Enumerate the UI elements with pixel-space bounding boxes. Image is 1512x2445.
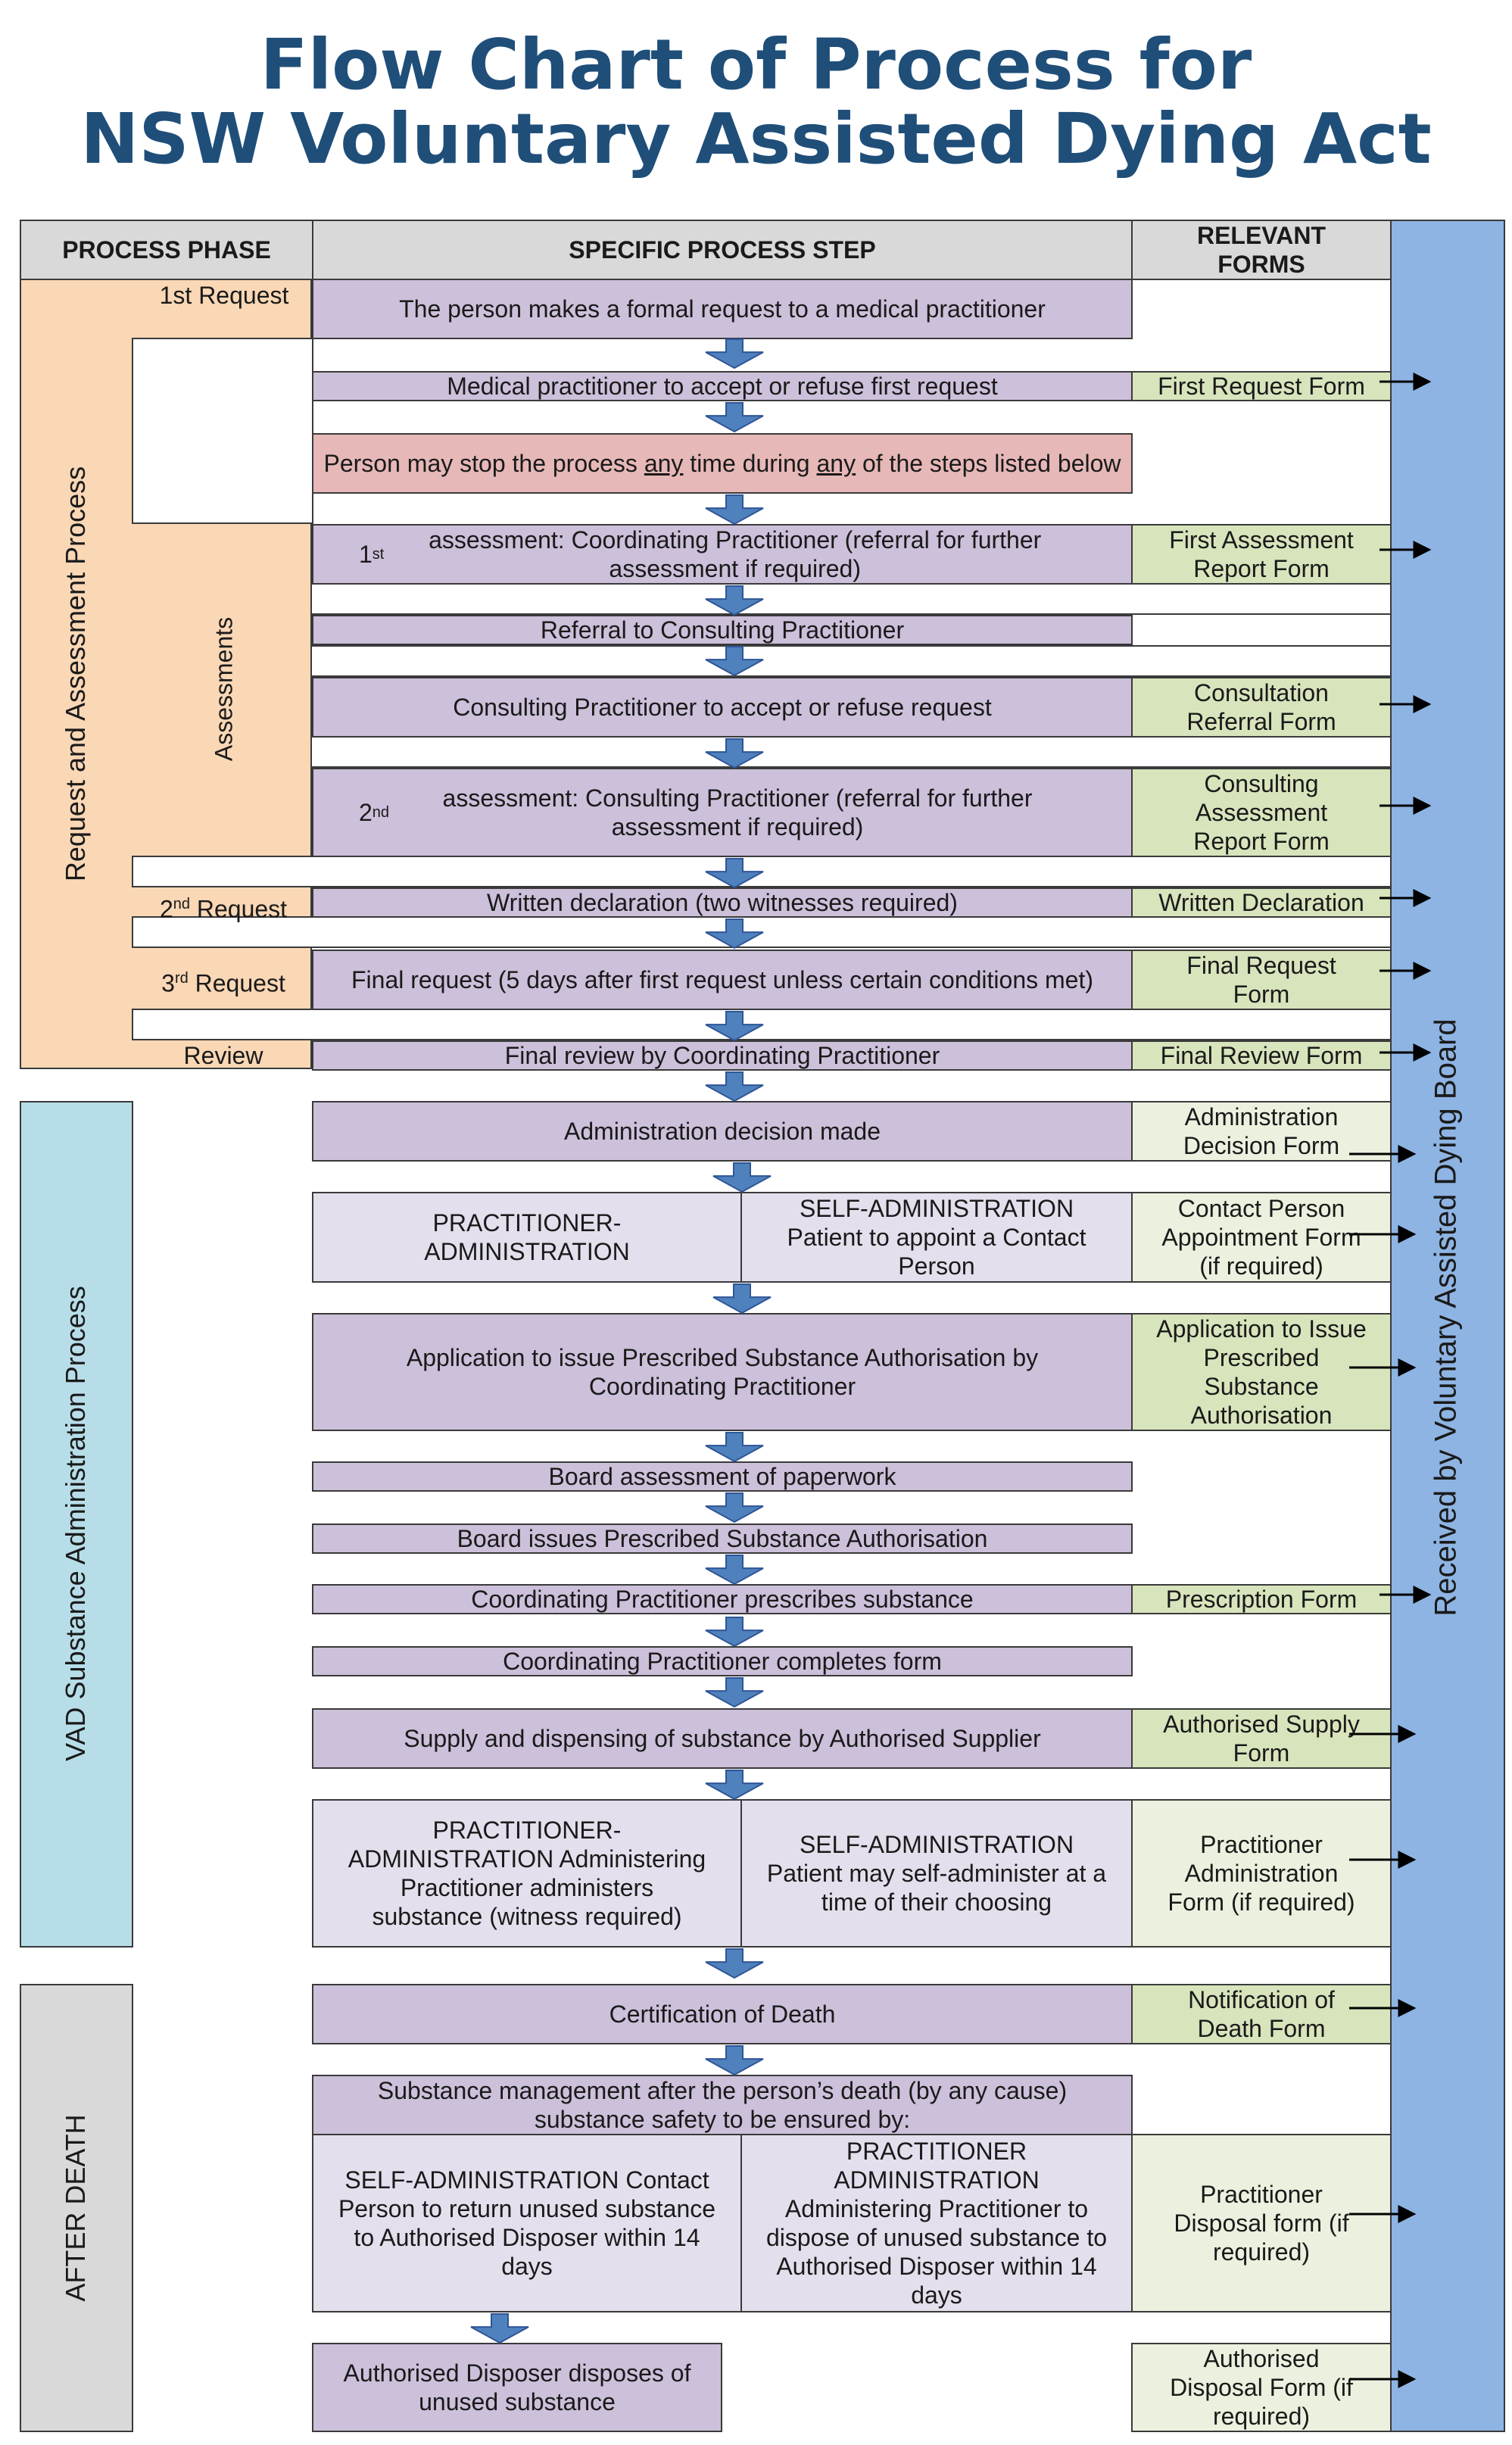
step-referral-consulting: Referral to Consulting Practitioner: [312, 615, 1133, 645]
phase-after-death: [20, 1984, 133, 2432]
flow-arrow: [705, 1617, 764, 1648]
stop-text-pre: Person may stop the process: [323, 450, 644, 477]
flow-arrow: [705, 738, 764, 769]
flow-arrow: [705, 338, 764, 370]
page-title-line1: Flow Chart of Process for: [260, 24, 1252, 105]
flow-arrow: [705, 585, 764, 616]
step-admin-decision: Administration decision made: [312, 1101, 1133, 1162]
flow-arrow: [705, 2045, 764, 2076]
form-consultation-referral: Consultation Referral Form: [1131, 677, 1392, 738]
flow-arrow: [705, 1432, 764, 1463]
step-consulting-accept: Consulting Practitioner to accept or ref…: [312, 677, 1133, 738]
flow-arrow: [705, 918, 764, 950]
form-authorised-disposal: Authorised Disposal Form (if required): [1131, 2343, 1392, 2432]
flow-arrow: [705, 402, 764, 433]
flow-arrow: [705, 1948, 764, 1979]
sub-phase-first-request: 1st Request: [159, 282, 289, 309]
step-certification-death: Certification of Death: [312, 1984, 1133, 2044]
step-disposer-disposes: Authorised Disposer disposes of unused s…: [312, 2343, 722, 2432]
stop-text-any2: any: [816, 450, 856, 477]
stop-text-mid: time during: [683, 450, 817, 477]
step-formal-request: The person makes a formal request to a m…: [312, 279, 1133, 339]
header-relevant-forms: RELEVANT FORMS: [1131, 220, 1392, 280]
step-practitioner-dispose: PRACTITIONER ADMINISTRATION Administerin…: [740, 2134, 1133, 2312]
form-final-request: Final Request Form: [1131, 950, 1392, 1010]
form-practitioner-administration: Practitioner Administration Form (if req…: [1131, 1799, 1392, 1948]
step-self-admin-return: SELF-ADMINISTRATION Contact Person to re…: [312, 2134, 742, 2312]
step-self-admin-contact: SELF-ADMINISTRATION Patient to appoint a…: [740, 1192, 1133, 1283]
step-self-administers: SELF-ADMINISTRATION Patient may self-adm…: [740, 1799, 1133, 1948]
flow-arrow: [470, 2313, 529, 2344]
form-authorised-supply: Authorised Supply Form: [1131, 1708, 1392, 1769]
gap-first-request: [132, 338, 313, 524]
flow-arrow: [705, 1011, 764, 1042]
flow-arrow: [705, 646, 764, 677]
step-application-psa: Application to issue Prescribed Substanc…: [312, 1313, 1133, 1431]
sub-phase-second-request: 2nd Request: [159, 895, 288, 923]
form-first-request: First Request Form: [1131, 371, 1392, 401]
sub-phase-review: Review: [183, 1042, 263, 1069]
sub-phase-third-request: 3rd Request: [161, 969, 285, 997]
form-administration-decision: Administration Decision Form: [1131, 1101, 1392, 1162]
form-consulting-assessment-report: Consulting Assessment Report Form: [1131, 768, 1392, 857]
page-title-line2: NSW Voluntary Assisted Dying Act: [80, 98, 1432, 179]
form-final-review: Final Review Form: [1131, 1040, 1392, 1071]
stop-text-post: of the steps listed below: [856, 450, 1121, 477]
step-final-request: Final request (5 days after first reques…: [312, 950, 1133, 1010]
flow-arrow: [705, 494, 764, 525]
flow-arrow: [705, 1677, 764, 1708]
gap-assess-2: [310, 645, 1392, 677]
form-application-psa: Application to Issue Prescribed Substanc…: [1131, 1313, 1392, 1431]
flow-arrow: [705, 1492, 764, 1523]
step-practitioner-administers: PRACTITIONER-ADMINISTRATION Administerin…: [312, 1799, 742, 1948]
step-written-declaration: Written declaration (two witnesses requi…: [312, 887, 1133, 918]
flow-arrow: [712, 1283, 772, 1314]
form-notification-death: Notification of Death Form: [1131, 1984, 1392, 2044]
step-board-issues-psa: Board issues Prescribed Substance Author…: [312, 1523, 1133, 1554]
step-completes-form: Coordinating Practitioner completes form: [312, 1646, 1133, 1676]
flow-arrow: [705, 1770, 764, 1801]
flow-arrow: [705, 858, 764, 889]
flow-arrow: [712, 1162, 772, 1193]
stop-text-any1: any: [644, 450, 684, 477]
step-practitioner-admin: PRACTITIONER-ADMINISTRATION: [312, 1192, 742, 1283]
step-board-assessment: Board assessment of paperwork: [312, 1461, 1133, 1492]
form-first-assessment-report: First Assessment Report Form: [1131, 524, 1392, 585]
phase-vad-substance: [20, 1101, 133, 1948]
form-prescription: Prescription Form: [1131, 1584, 1392, 1614]
form-written-declaration: Written Declaration: [1131, 887, 1392, 918]
form-practitioner-disposal: Practitioner Disposal form (if required): [1131, 2134, 1392, 2312]
flow-arrow: [705, 1555, 764, 1586]
form-contact-person-appointment: Contact Person Appointment Form (if requ…: [1131, 1192, 1392, 1283]
step-stop-process: Person may stop the process any time dur…: [312, 433, 1133, 494]
step-final-review: Final review by Coordinating Practitione…: [312, 1040, 1133, 1071]
step-substance-management: Substance management after the person’s …: [312, 2075, 1133, 2135]
header-process-phase: PROCESS PHASE: [20, 220, 313, 280]
flow-arrow: [705, 1071, 764, 1102]
step-accept-refuse-first: Medical practitioner to accept or refuse…: [312, 371, 1133, 401]
step-prescribes-substance: Coordinating Practitioner prescribes sub…: [312, 1584, 1133, 1614]
step-supply-dispensing: Supply and dispensing of substance by Au…: [312, 1708, 1133, 1769]
